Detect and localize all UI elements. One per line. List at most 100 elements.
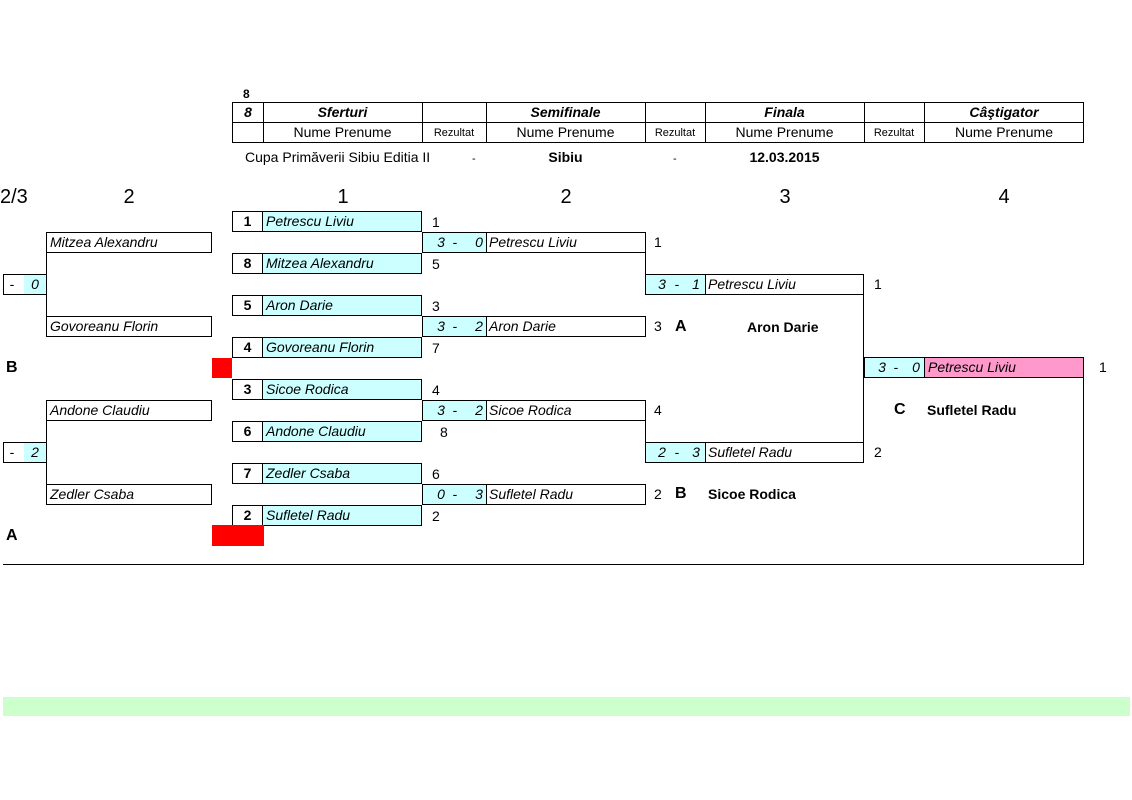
qf-rank-7: 6 [432, 466, 440, 482]
final-score1-2: 2 [658, 444, 666, 460]
sf-score2-3: 2 [475, 402, 483, 418]
green-band [3, 697, 1130, 716]
consolation-score-row-1 [3, 274, 47, 295]
sf-connector-1 [645, 252, 646, 274]
info-dash-2: - [673, 153, 677, 165]
winner-name-bg [925, 358, 1083, 377]
final-row-1 [645, 274, 864, 295]
sf-divider-2 [486, 316, 487, 336]
qf-seed-6: 6 [232, 421, 263, 442]
sf-dash-2: - [452, 318, 458, 334]
header-rezultat-2: Rezultat [654, 127, 696, 139]
letter-b-left: B [6, 359, 18, 376]
qf-seed-1: 1 [232, 211, 263, 232]
label-c-right-name: Sufletel Radu [927, 402, 1017, 418]
qf-name-7: Zedler Csaba [262, 463, 422, 484]
qf-seed-2: 8 [232, 253, 263, 274]
sf-dash-1: - [452, 234, 458, 250]
final-divider-2 [705, 442, 706, 462]
letter-c-right: C [894, 401, 906, 418]
final-dash-2: - [674, 444, 680, 460]
header-small-number: 8 [243, 87, 250, 101]
header-table: 8 Sferturi Semifinale Finala Câştigator … [232, 102, 1084, 143]
sf-divider-4 [486, 484, 487, 504]
winner-score2: 0 [912, 359, 920, 375]
qf-rank-1: 1 [432, 214, 440, 230]
consolation-score-bg-1 [24, 275, 46, 294]
round-label-2: 2 [560, 186, 572, 208]
consolation-score-bg-2 [24, 443, 46, 462]
qf-seed-4: 4 [232, 337, 263, 358]
sf-score2-1: 0 [475, 234, 483, 250]
sf-row-2 [422, 316, 646, 337]
sf-name-2: Aron Darie [489, 318, 556, 334]
header-sferturi: Sferturi [317, 104, 368, 120]
date: 12.03.2015 [749, 149, 820, 165]
qf-rank-4: 7 [432, 340, 440, 356]
consolation-score-1: 0 [31, 276, 39, 292]
header-rezultat-1: Rezultat [433, 127, 475, 139]
sf-rank-1: 1 [654, 234, 662, 250]
sf-score2-2: 2 [475, 318, 483, 334]
qf-rank-3: 3 [432, 298, 440, 314]
final-rank-2: 2 [874, 444, 882, 460]
final-row-2 [645, 442, 864, 463]
final-connector [863, 294, 864, 442]
sf-dash-3: - [452, 402, 458, 418]
consolation-name-3: Andone Claudiu [46, 400, 212, 421]
letter-a-left: A [6, 527, 18, 544]
final-name-1: Petrescu Liviu [708, 276, 796, 292]
sf-score1-3: 3 [437, 402, 445, 418]
qf-seed-8: 2 [232, 505, 263, 526]
header-nume-prenume-3: Nume Prenume [735, 124, 834, 140]
qf-seed-7: 7 [232, 463, 263, 484]
round-label-4: 4 [998, 186, 1010, 208]
sf-rank-4: 2 [654, 486, 662, 502]
final-score1-1: 3 [658, 276, 666, 292]
qf-rank-8: 2 [432, 508, 440, 524]
sf-score1-1: 3 [437, 234, 445, 250]
sf-score-bg-4 [423, 485, 486, 504]
consolation-name-1: Mitzea Alexandru [46, 232, 212, 253]
round-label-1: 1 [337, 186, 349, 208]
header-nume-prenume-1: Nume Prenume [293, 124, 392, 140]
sf-score1-2: 3 [437, 318, 445, 334]
red-marker-lower [212, 525, 264, 546]
sf-score2-4: 3 [475, 486, 483, 502]
header-nume-prenume-2: Nume Prenume [516, 124, 615, 140]
sf-score-bg-1 [423, 233, 486, 252]
sf-divider-1 [486, 232, 487, 252]
city: Sibiu [548, 149, 583, 165]
qf-name-5: Sicoe Rodica [262, 379, 422, 400]
winner-rank: 1 [1099, 359, 1107, 375]
header-seed: 8 [244, 104, 252, 120]
sf-row-4 [422, 484, 646, 505]
header-finala: Finala [764, 104, 805, 120]
round-label-consolation: 2 [123, 186, 135, 208]
final-score2-2: 3 [692, 444, 700, 460]
red-marker-upper [212, 358, 232, 378]
qf-rank-6: 8 [440, 424, 448, 440]
final-dash-1: - [674, 276, 680, 292]
final-rank-1: 1 [874, 276, 882, 292]
tournament-name: Cupa Primăverii Sibiu Editia II [245, 149, 431, 165]
letter-b-mid: B [675, 485, 687, 502]
qf-name-2: Mitzea Alexandru [262, 253, 422, 274]
qf-seed-3: 5 [232, 295, 263, 316]
sf-name-4: Sufletel Radu [489, 486, 574, 502]
header-nume-prenume-4: Nume Prenume [954, 124, 1054, 140]
consolation-dash-2: - [9, 444, 15, 460]
consolation-name-4: Zedler Csaba [46, 484, 212, 505]
sf-divider-3 [486, 400, 487, 420]
qf-rank-2: 5 [432, 256, 440, 272]
sf-score1-4: 0 [437, 486, 445, 502]
sf-connector-2 [645, 420, 646, 442]
winner-score1: 3 [878, 359, 886, 375]
consolation-dash-1: - [9, 276, 15, 292]
letter-a-mid: A [675, 318, 687, 335]
sf-dash-4: - [452, 486, 458, 502]
sf-row-1 [422, 232, 646, 253]
qf-name-6: Andone Claudiu [262, 421, 422, 442]
sf-score-bg-2 [423, 317, 486, 336]
round-label-2-3: 2/3 [0, 186, 28, 208]
